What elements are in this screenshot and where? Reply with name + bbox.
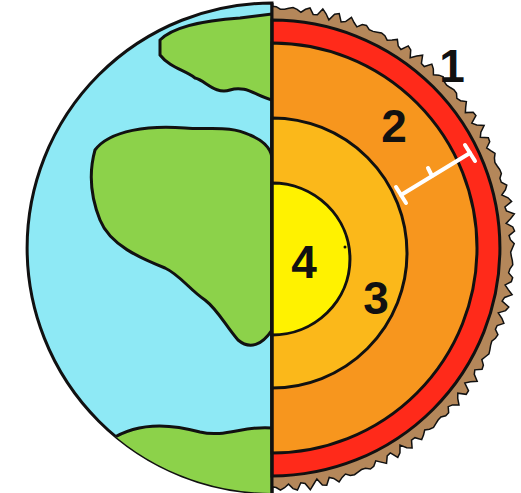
thickness-bracket (396, 145, 475, 203)
divider-line (271, 3, 274, 493)
upper-mantle-layer (272, 20, 500, 476)
crust-layer (272, 6, 515, 490)
ocean (27, 3, 272, 493)
mantle-layer (272, 43, 477, 453)
dot (344, 246, 347, 249)
outer-core-layer (272, 118, 407, 388)
callout-number: 3 (363, 275, 389, 321)
callout-number: 2 (381, 103, 407, 149)
continents (91, 14, 272, 493)
inner-core-layer (272, 183, 350, 335)
callout-number: 1 (439, 43, 465, 89)
callout-number: 4 (291, 239, 317, 285)
